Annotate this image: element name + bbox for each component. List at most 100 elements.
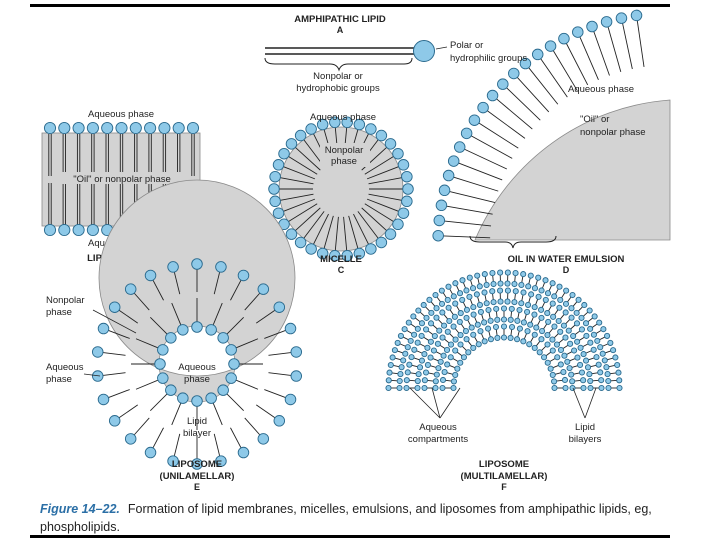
hydrophobic-tail [495,329,498,336]
polar-head [157,344,169,356]
polar-head [468,114,481,126]
hydrophobic-tail [542,282,546,289]
hydrophobic-tail [244,417,261,436]
polar-head [416,364,424,371]
micelle-label-bg [320,143,370,167]
hydrophobic-tail [517,77,550,113]
polar-head [191,395,203,407]
polar-head [430,347,437,354]
polar-head [154,358,166,370]
polar-head [444,361,451,368]
polar-head [569,384,576,392]
polar-head [225,344,237,356]
multilamellar-title-1: LIPOSOME [479,459,529,470]
polar-head [551,323,558,330]
polar-head [445,304,452,311]
micelle-nonpolar-2: phase [331,156,357,167]
panel-oil-in-water-emulsion: Aqueous phase "Oil" or nonpolar phase OI… [432,9,671,275]
polar-head [514,336,521,343]
polar-head [572,26,584,38]
polar-head [401,326,408,333]
hydrophobic-tail [171,302,182,326]
hydrophobic-tail [435,351,442,355]
hydrophobic-tail [585,350,592,354]
hydrophobic-tail [477,277,480,285]
hydrophobic-tail [595,330,602,334]
compartment-pointer [439,387,461,419]
hydrophobic-tail [474,336,478,343]
polar-head [470,344,477,351]
polar-head [550,313,557,320]
hydrophobic-tail [570,324,576,330]
liposome-lipid-2: bilayer [183,428,211,439]
polar-head [394,339,401,346]
polar-head [551,378,558,385]
polar-head [470,311,477,318]
polar-head [487,336,494,343]
hydrophobic-tail [535,299,539,305]
polar-head [610,347,617,354]
polar-head [487,317,494,324]
hydrophobic-tail [456,351,463,357]
hydrophobic-tail [443,235,491,239]
polar-head [462,327,469,335]
polar-head [587,339,594,346]
polar-head [520,319,527,326]
polar-head [165,332,177,344]
polar-head [452,336,459,343]
polar-head [549,300,556,307]
hydrophobic-tail [488,312,491,319]
hydrophobic-tail [436,296,441,303]
polar-head [442,169,455,182]
polar-head [424,344,431,351]
polar-head [544,290,552,297]
polar-head [418,357,426,364]
hydrophobic-tail [108,389,130,399]
polar-head [497,269,504,276]
polar-head [477,101,489,114]
polar-head [191,458,203,470]
polar-head [518,300,525,307]
polar-head [108,415,121,427]
hydrophobic-tail [481,314,484,321]
polar-head [411,331,418,338]
polar-head [528,291,535,298]
polar-head [413,40,435,62]
polar-head [450,293,457,300]
polar-head [341,116,353,129]
emulsion-aqueous-label: Aqueous phase [568,84,634,95]
hydrophobic-tail [484,294,487,301]
polar-head [511,280,518,288]
polar-head [586,307,593,314]
polar-head [375,129,388,142]
hydrophobic-tail [264,389,286,399]
hydrophobic-tail [235,338,259,349]
polar-head [600,326,607,333]
aqueous-pointer [83,373,101,377]
hydrophobic-tail [496,98,533,130]
polar-head [316,118,329,131]
polar-head [167,261,179,273]
hydrophobic-tail [548,328,554,334]
polar-head [489,288,496,295]
emulsion-brace [469,235,557,249]
bilayers-label-2: bilayers [569,434,602,445]
polar-head [418,332,425,339]
polar-head [431,332,438,340]
polar-head [421,377,428,384]
hydrophobic-tail [313,213,329,245]
hydrophobic-tail [535,279,538,286]
polar-head [475,341,482,348]
polar-head [563,287,570,294]
polar-head [605,377,612,385]
polar-head [557,346,565,353]
polar-head [497,298,504,305]
polar-head [457,310,464,317]
polar-head [590,346,597,353]
hydrophobic-tail [558,338,564,344]
polar-head [520,271,527,278]
polar-head [525,283,532,290]
polar-head [538,314,545,321]
liposome-nonpolar-1: Nonpolar [46,295,85,306]
hydrophobic-tail [280,193,314,201]
